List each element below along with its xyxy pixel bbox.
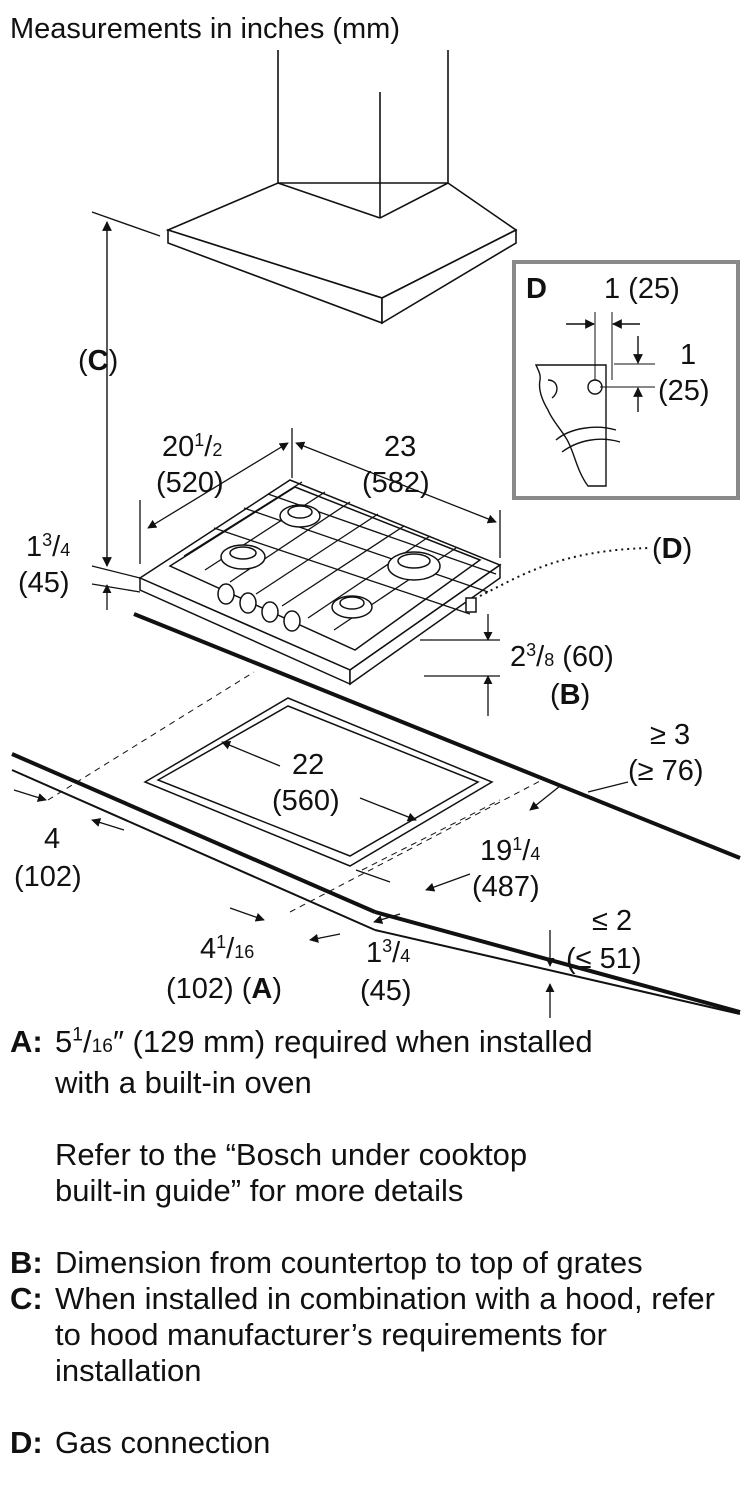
note-a-den: 16: [91, 1036, 113, 1057]
inset-d-frame: [512, 260, 740, 500]
gas-connection-ref: (D): [652, 533, 692, 565]
rear-clearance-leader: [587, 781, 629, 793]
note-a-line1: 51/16″ (129 mm) required when installed: [55, 1024, 593, 1059]
dim-front-mm: (102) (A): [166, 973, 282, 1005]
dim-front-edge-in: 13/4: [366, 936, 410, 969]
dimension-front-edge: [309, 913, 401, 943]
dim-depth-mm: (582): [362, 467, 430, 499]
dimension-c: [91, 211, 161, 567]
dimension-height-1-3-4: [91, 565, 141, 610]
note-d-text: Gas connection: [55, 1425, 271, 1460]
dim-front-edge-mm: (45): [360, 975, 412, 1007]
dim-depth-in: 23: [384, 431, 416, 463]
dim-grate-in: 23/8(60): [510, 640, 614, 673]
diagram-title: Measurements in inches (mm): [10, 13, 400, 45]
note-a-key: A:: [10, 1024, 43, 1059]
inset-dim-vertical-mm: (25): [658, 375, 710, 407]
note-a-line2: with a built-in oven: [55, 1065, 312, 1100]
gas-connection-leader: [479, 547, 651, 597]
notes-section: A: 51/16″ (129 mm) required when install…: [10, 1024, 740, 1461]
range-hood: [165, 50, 518, 325]
note-b-key: B:: [10, 1245, 43, 1280]
dim-rear-in: ≥ 3: [650, 719, 690, 751]
note-a-num: 1: [72, 1024, 83, 1046]
dim-height-in: 13/4: [26, 530, 70, 563]
dashed-guides: [47, 671, 543, 913]
dimension-depth-23: [295, 441, 501, 558]
dim-thickness-in: ≤ 2: [592, 905, 632, 937]
cutout-width-arrow-back: [221, 740, 281, 767]
dim-front-in: 41/16: [200, 932, 254, 965]
dim-cutout-depth-in: 191/4: [480, 834, 540, 867]
note-c: C: When installed in combination with a …: [10, 1281, 740, 1389]
dim-grate-ref: (B): [550, 679, 590, 711]
note-a-body: 51/16″ (129 mm) required when installed …: [55, 1024, 740, 1209]
dim-cutout-width-mm: (560): [272, 785, 340, 817]
dim-left-in: 4: [44, 823, 60, 855]
dim-cutout-depth-mm: (487): [472, 871, 540, 903]
dimension-front-clearance: [229, 907, 265, 922]
note-c-key: C:: [10, 1281, 43, 1316]
dimension-width-20-1-2: [139, 428, 293, 564]
note-b: B: Dimension from countertop to top of g…: [10, 1245, 740, 1281]
dimension-left-clearance: [13, 789, 125, 831]
cutout-width-arrow: [359, 797, 417, 822]
note-d-key: D:: [10, 1425, 43, 1460]
note-a-whole: 5: [55, 1024, 73, 1059]
note-c-text: When installed in combination with a hoo…: [55, 1281, 715, 1388]
note-d: D: Gas connection: [10, 1425, 740, 1461]
dim-rear-mm: (≥ 76): [628, 755, 704, 787]
note-a-ref2: built-in guide” for more details: [55, 1173, 464, 1208]
note-a-text1: ″ (129 mm) required when installed: [112, 1024, 593, 1059]
dim-left-mm: (102): [14, 861, 82, 893]
dim-height-mm: (45): [18, 567, 70, 599]
inset-d-label: D: [526, 273, 547, 305]
dim-width-in: 201/2: [162, 430, 222, 463]
inset-dim-horizontal: 1 (25): [604, 273, 680, 305]
inset-dim-vertical-in: 1: [680, 339, 696, 371]
gas-cooktop: [138, 479, 502, 686]
gas-connection-detail: [534, 312, 655, 487]
dim-cutout-width-in: 22: [292, 749, 324, 781]
dimension-grate-height: [420, 614, 500, 716]
dim-thickness-mm: (≤ 51): [566, 943, 642, 975]
note-a: A: 51/16″ (129 mm) required when install…: [10, 1024, 740, 1209]
countertop: [11, 612, 741, 1015]
dim-c-label: (C): [78, 345, 118, 377]
dim-width-mm: (520): [156, 467, 224, 499]
note-a-ref1: Refer to the “Bosch under cooktop: [55, 1137, 528, 1172]
dimension-cutout-depth: [355, 785, 561, 892]
note-b-text: Dimension from countertop to top of grat…: [55, 1245, 643, 1280]
installation-diagram: Measurements in inches (mm) (C) D 1 (25)…: [10, 13, 741, 1018]
cutout: [143, 697, 494, 867]
